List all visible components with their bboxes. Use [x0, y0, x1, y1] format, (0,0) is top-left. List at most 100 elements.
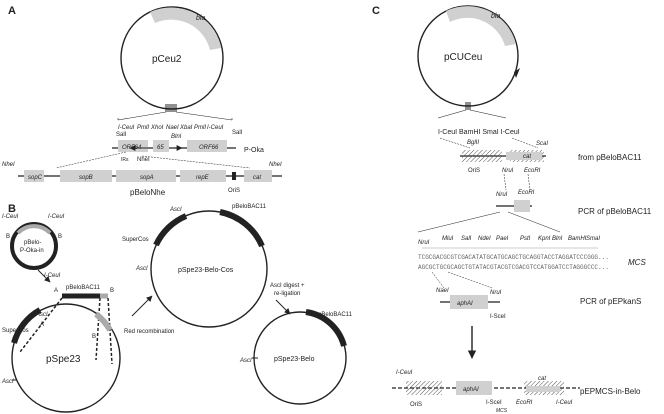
mcs-enzyme-6: KpnI — [538, 236, 551, 242]
final-iscei-label: I-SceI — [486, 400, 502, 406]
final-mcs-label: MCS — [496, 408, 508, 414]
poka-in-iceui-left: I-CeuI — [2, 214, 19, 220]
orf66-box — [187, 140, 227, 152]
final-oris-label: OriS — [410, 402, 422, 408]
ir-label: IRs — [121, 157, 129, 163]
pbelo-poka-in-plasmid: pBelo- P-Oka-in I-CeuI I-CeuI B B I-CeuI — [2, 214, 65, 283]
belo-plasmid-label: pSpe23-Belo — [274, 356, 315, 363]
ecori-c2-label: EcoRI — [518, 190, 535, 196]
belo-asci-label: AscI — [239, 358, 252, 364]
sopc-label: sopC — [28, 175, 43, 181]
pspe23-b-bottom: B — [92, 334, 96, 340]
panel-a-label: A — [8, 5, 16, 17]
pspe23-plasmid: A B AscI SuperCos AscI pSpe23 — [1, 303, 121, 413]
bla-arc-a — [150, 7, 221, 50]
poka-in-b-left: B — [6, 234, 10, 240]
final-iceui-right: I-CeuI — [556, 400, 573, 406]
bla-label-c: bla — [491, 13, 500, 20]
cos-asci-left: AscI — [135, 266, 148, 272]
mcs-enzyme-8: BamHI — [568, 236, 587, 242]
orf65-label: 65 — [157, 145, 164, 151]
pceu2-plasmid: bla pCeu2 — [117, 6, 233, 121]
nrui-c3-label: NruI — [490, 290, 502, 296]
pspe23-belo-plasmid: pBeloBAC11 AscI pSpe23-Belo — [239, 309, 353, 405]
mcs-ticks-a — [165, 104, 177, 112]
mcs-site-a-0: I-CeuI — [118, 125, 135, 131]
pcuceu-label: pCUCeu — [444, 52, 482, 63]
mcs-seq-bottom: AGCGCTGCGCAGCTGTATACGTACGTCGACGTCCATGGAT… — [418, 264, 609, 271]
pspe23-asci-top: AscI — [35, 312, 48, 318]
naei-label: NaeI — [436, 288, 449, 294]
scai-label: ScaI — [536, 141, 548, 147]
mcs-site-a-6: I-CeuI — [207, 125, 224, 131]
poka-in-circle — [10, 222, 58, 270]
pspe23-a-bottom: A — [40, 322, 44, 328]
pcuceu-plasmid: bla pCUCeu I-CeuI BamHI SmaI I-CeuI — [417, 5, 539, 149]
bac-nhei-left-label: NheI — [2, 162, 15, 168]
repe-label: repE — [196, 175, 210, 181]
pcr-pbelobac-product: NruI EcoRI PCR of pBeloBAC11 — [417, 190, 652, 233]
from-bac-label: from pBeloBAC11 — [578, 153, 642, 162]
mcs-site-a-3: NaeI — [166, 125, 179, 131]
cos-asci-top: AscI — [169, 207, 182, 213]
panel-c-label: C — [372, 5, 380, 17]
asci-digest-step: AscI digest + re-ligation — [270, 283, 305, 315]
ecori-c1-label: EcoRI — [524, 168, 541, 174]
iceui-digest-label: I-CeuI — [44, 273, 61, 279]
nhei-mid-label: NheI — [137, 157, 150, 163]
frag-bac-label: pBeloBAC11 — [66, 285, 101, 291]
pcr-bac-label: PCR of pBeloBAC11 — [578, 207, 652, 216]
pspe23-asci-left: AscI — [1, 379, 14, 385]
red-recomb-label: Red recombination — [124, 329, 174, 335]
pceu2-label: pCeu2 — [152, 54, 182, 65]
pbelobac11-fragment: pBeloBAC11 A B — [19, 285, 114, 365]
digest-line-1: AscI digest + — [270, 283, 305, 289]
nrui-c2-label: NruI — [496, 192, 508, 198]
mcs-label: MCS — [628, 258, 646, 267]
apha-label: aphAI — [457, 301, 473, 307]
from-pbelobac-fragment: BglII ScaI OriS NruI EcoRI cat from pBel… — [460, 140, 642, 191]
poka-label: P-Oka — [244, 147, 264, 154]
poka-in-label-2: P-Oka-in — [20, 248, 44, 254]
sopa-label: sopA — [140, 175, 154, 181]
pbelonhe-label: pBeloNhe — [130, 188, 166, 197]
final-construct-label: pEPMCS-in-Belo — [580, 387, 641, 396]
bla-label-a: bla — [196, 15, 205, 22]
bac-nhei-right-label: NheI — [269, 162, 282, 168]
frag-b-top: B — [110, 288, 114, 294]
pepmcs-in-belo-construct: I-CeuI OriS aphAI cat I-SceI MCS EcoRI I… — [392, 370, 641, 414]
red-recombination-step: Red recombination — [124, 295, 174, 335]
iscei-label: I-SceI — [490, 314, 506, 320]
mcs-enzyme-9: SmaI — [586, 236, 600, 242]
blni-label: BlnI — [171, 134, 182, 140]
mcs-enzyme-5: PstI — [520, 236, 531, 242]
bglii-label: BglII — [467, 140, 479, 146]
mcs-enzyme-2: SalI — [461, 236, 472, 242]
mcs-sites-a: I-CeuI PmlI XhoI NaeI XbaI PmlI I-CeuI — [118, 125, 224, 131]
mcs-enzyme-4: PaeI — [496, 236, 509, 242]
cos-bac-label: pBeloBAC11 — [232, 204, 267, 210]
final-apha-label: aphAI — [463, 387, 479, 393]
final-ecori-label: EcoRI — [516, 400, 533, 406]
pcr-ekan-label: PCR of pEPkanS — [580, 297, 641, 306]
orf64-label: ORF64 — [122, 145, 142, 151]
mcs-seq-top: TCGCGACGCGTCGACATATGCATGCAGCTGCAGGTACCTA… — [418, 254, 609, 261]
poka-in-label-1: pBelo- — [24, 240, 41, 246]
pbelonhe-map: NheI NheI sopC sopB sopA repE OriS cat p… — [2, 162, 282, 197]
cat-c1-label: cat — [523, 154, 531, 160]
poka-insert: ORF64 65 ORF66 SalI BlnI SalI NheI IRs P… — [55, 130, 264, 169]
poka-in-b-right: B — [58, 234, 62, 240]
cat-a-label: cat — [253, 175, 261, 181]
panel-b-label: B — [8, 203, 16, 215]
mcs-enzyme-7: BlnI — [552, 236, 563, 242]
pspe23-belo-cos-plasmid: SuperCos AscI AscI pBeloBAC11 pSpe23-Bel… — [122, 204, 268, 328]
cos-plasmid-label: pSpe23-Belo-Cos — [178, 267, 234, 274]
mcs-site-a-1: PmlI — [137, 125, 149, 131]
sopb-label: sopB — [79, 175, 93, 181]
oris-c1-label: OriS — [468, 168, 480, 174]
mcs-enzyme-3: NdeI — [478, 236, 491, 242]
sali-right-label: SalI — [232, 130, 243, 136]
pspe23-label: pSpe23 — [46, 354, 81, 365]
